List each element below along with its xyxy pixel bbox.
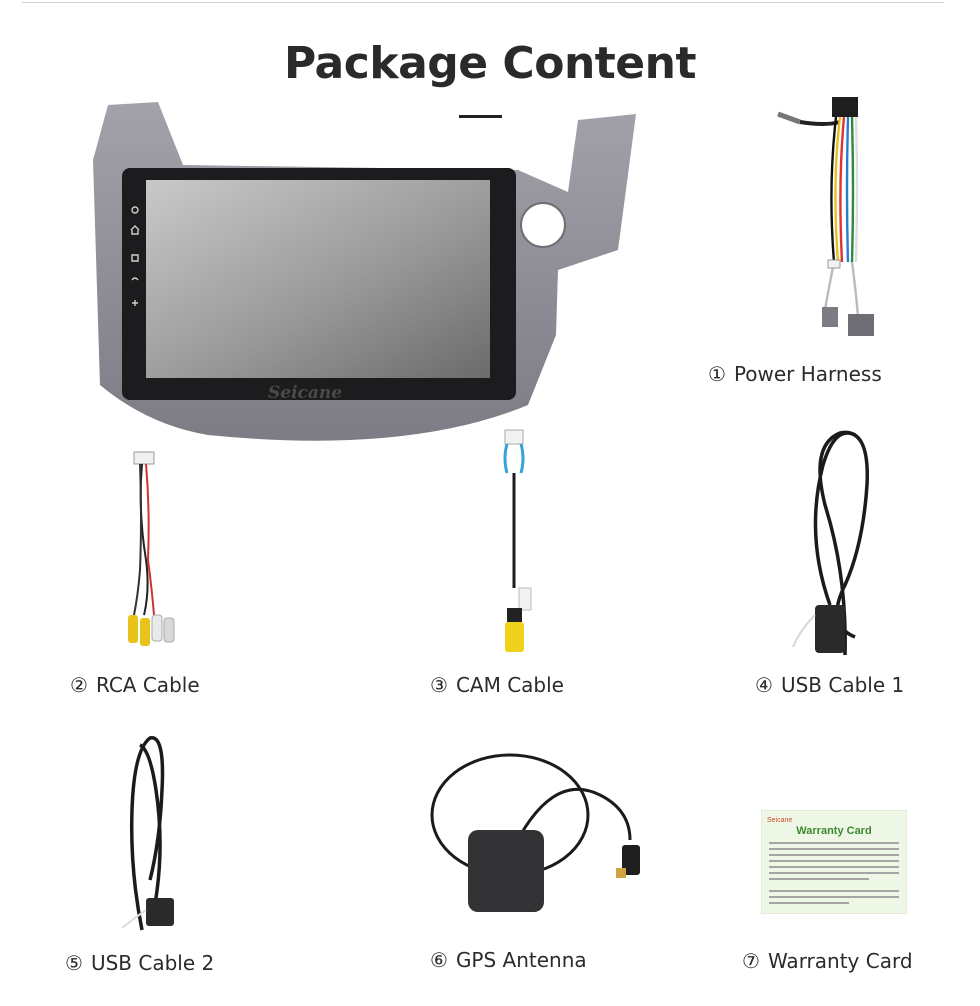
card-heading: Warranty Card	[796, 825, 871, 837]
title-underline	[459, 115, 502, 118]
gps-antenna-image	[430, 750, 650, 920]
top-divider	[22, 2, 944, 3]
rca-cable-image	[120, 450, 180, 660]
card-brand: Seicane	[767, 817, 792, 824]
warranty-card-image: Seicane Warranty Card	[761, 810, 907, 914]
usb-cable-2-image	[110, 730, 180, 935]
page-title: Package Content	[283, 38, 697, 89]
usb-cable-1-image	[785, 425, 895, 660]
car-stereo-image: Seicane	[88, 100, 648, 455]
stereo-brand-logo: Seicane	[268, 383, 342, 403]
cam-cable-image	[495, 428, 545, 663]
power-harness-image	[770, 92, 890, 342]
